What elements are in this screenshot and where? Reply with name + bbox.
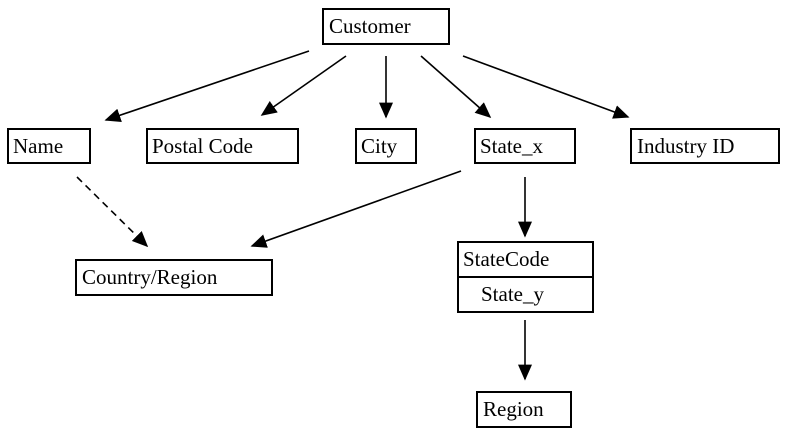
- node-state-x: State_x: [474, 128, 576, 164]
- node-statecode: StateCode State_y: [457, 241, 594, 313]
- node-customer-box: [322, 8, 450, 45]
- edge-name-country-region: [76, 176, 149, 248]
- node-postal-code-label: Postal Code: [152, 134, 253, 158]
- node-region-label: Region: [483, 397, 544, 421]
- node-industry-id: Industry ID: [630, 128, 780, 164]
- edge-customer-postal-code: [260, 55, 347, 116]
- node-region: Region: [476, 391, 572, 428]
- node-country-region-box: [75, 259, 273, 296]
- edges: [76, 50, 630, 381]
- node-postal-code: Postal Code: [146, 128, 299, 164]
- node-city-label: City: [361, 134, 398, 158]
- node-country-region-label: Country/Region: [82, 265, 218, 289]
- node-name: Name: [7, 128, 91, 164]
- node-postal-code-box: [146, 128, 299, 164]
- node-state-x-box: [474, 128, 576, 164]
- node-country-region: Country/Region: [75, 259, 273, 296]
- node-name-label: Name: [13, 134, 63, 158]
- node-state-x-label: State_x: [480, 134, 543, 158]
- node-customer: Customer: [322, 8, 450, 45]
- node-name-box: [7, 128, 91, 164]
- edge-customer-state-x: [420, 55, 492, 119]
- node-region-box: [476, 391, 572, 428]
- node-customer-label: Customer: [329, 14, 411, 38]
- edge-customer-industry-id: [462, 55, 630, 119]
- node-state-y-label: State_y: [481, 282, 544, 306]
- edge-customer-name: [104, 50, 310, 122]
- node-city-box: [355, 128, 417, 164]
- edge-state-x-country-region: [250, 170, 462, 248]
- node-industry-id-box: [630, 128, 780, 164]
- node-city: City: [355, 128, 417, 164]
- node-statecode-label: StateCode: [463, 247, 549, 271]
- node-industry-id-label: Industry ID: [637, 134, 734, 158]
